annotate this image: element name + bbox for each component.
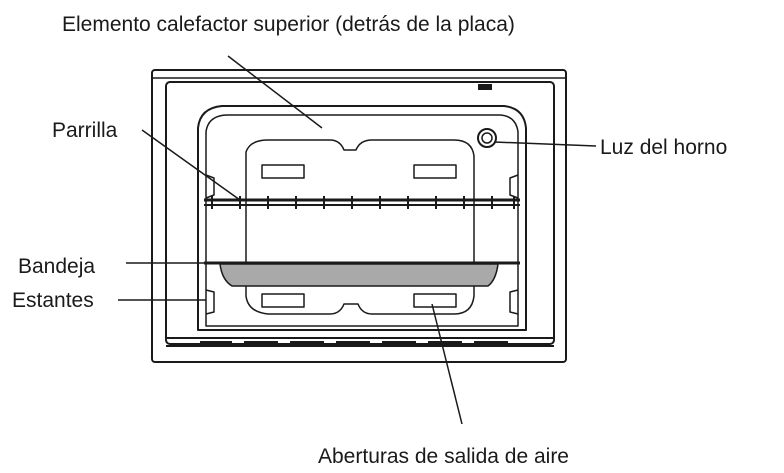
leader-grill (141, 129, 241, 201)
label-air-outlets: Aberturas de salida de aire (318, 445, 569, 468)
back-plate (245, 139, 475, 315)
oven-outer-frame (151, 69, 567, 363)
label-grill: Parrilla (52, 119, 118, 142)
grill-rack (204, 196, 520, 209)
leader-air-outlets (431, 303, 463, 425)
leader-oven-light (493, 141, 597, 147)
oven-inner-frame (165, 81, 555, 345)
oven-cavity (197, 105, 527, 331)
air-vent-right (413, 293, 457, 308)
label-top-heating-element: Elemento calefactor superior (detrás de … (62, 13, 515, 36)
oven-light (477, 128, 497, 148)
label-shelves: Estantes (12, 289, 94, 312)
label-tray: Bandeja (18, 255, 96, 278)
tray (204, 261, 520, 287)
label-oven-light: Luz del horno (600, 136, 728, 159)
air-vent-left (261, 293, 305, 308)
leader-top-element (227, 55, 323, 129)
